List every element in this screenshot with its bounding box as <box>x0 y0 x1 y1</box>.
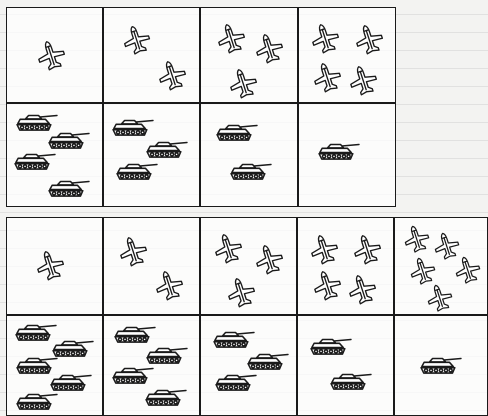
tank-icon <box>110 364 156 386</box>
tank-icon <box>143 386 189 408</box>
tank-icon <box>213 371 259 393</box>
tank-icon <box>316 140 362 162</box>
tank-icon <box>14 390 60 412</box>
tank-icon <box>144 344 190 366</box>
tank-icon <box>46 129 92 151</box>
tank-icon <box>418 354 464 376</box>
tank-icon <box>228 160 274 182</box>
top-plane-cell-2 <box>103 7 200 103</box>
tank-icon <box>46 177 92 199</box>
tank-icon <box>245 350 291 372</box>
top-tank-cell-3 <box>200 103 298 207</box>
tank-icon <box>112 323 158 345</box>
bottom-tank-cell-4 <box>297 315 394 416</box>
bottom-plane-cell-2 <box>103 217 200 315</box>
tank-icon <box>308 335 354 357</box>
tank-icon <box>144 138 190 160</box>
tank-icon <box>114 160 160 182</box>
tank-icon <box>211 328 257 350</box>
paper-line <box>0 212 488 213</box>
tank-icon <box>12 150 58 172</box>
tank-icon <box>110 116 156 138</box>
tank-icon <box>328 370 374 392</box>
tank-icon <box>214 121 260 143</box>
